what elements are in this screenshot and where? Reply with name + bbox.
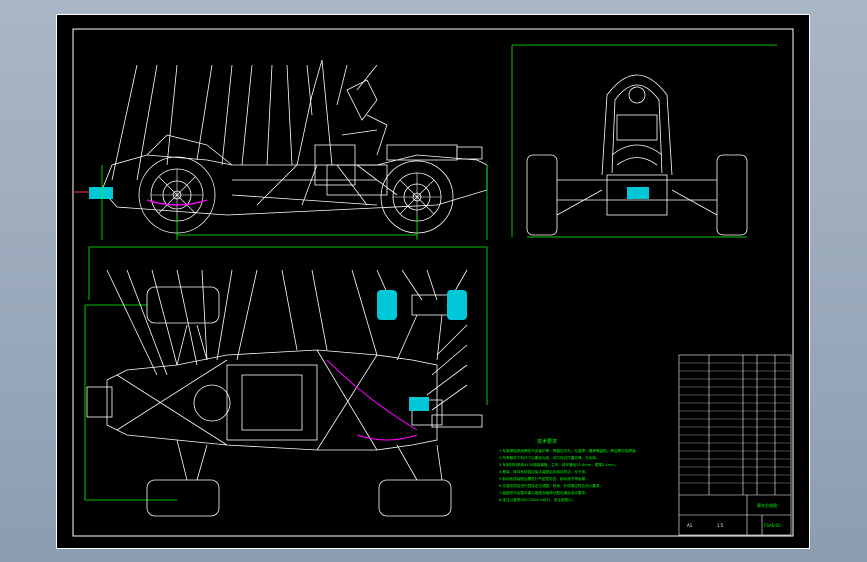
cad-drawing-canvas: 技术要求 1.车架焊接采用惰性气体保护焊，焊缝应均匀，无虚焊、漏焊等缺陷，焊后需… xyxy=(72,28,794,537)
top-view-highlight-right xyxy=(447,290,467,320)
bom-rows xyxy=(679,362,791,484)
front-view xyxy=(526,74,748,236)
bill-of-materials xyxy=(678,354,792,536)
note-line: 2.所有管件下料尺寸以图纸为准，切口处应打磨光滑，无毛刺。 xyxy=(499,455,599,460)
side-view-dimensions xyxy=(101,165,488,240)
notes-title: 技术要求 xyxy=(537,438,557,445)
note-line: 4.悬架、转向系统各铰接点装配后应转动灵活，无卡滞。 xyxy=(499,469,589,474)
note-line: 6.总装完成后进行四轮定位调整，前束、外倾角应符合设计要求。 xyxy=(499,483,603,488)
note-line: 8.未注公差按GB/T1804-m执行，未注倒角C1。 xyxy=(499,497,577,502)
note-line: 7.装配完毕后整车重心高度及轴荷分配应满足设计要求。 xyxy=(499,490,589,495)
front-view-highlight-part xyxy=(627,187,649,199)
title-block-scale: 1:5 xyxy=(717,523,724,528)
title-block-title: 赛车总装图 xyxy=(757,502,777,508)
technical-notes: 技术要求 1.车架焊接采用惰性气体保护焊，焊缝应均匀，无虚焊、漏焊等缺陷，焊后需… xyxy=(499,438,639,502)
top-view-accent-lines xyxy=(326,359,418,441)
front-wheel-spokes xyxy=(151,169,441,221)
top-view-dimensions xyxy=(84,246,488,501)
note-line: 1.车架焊接采用惰性气体保护焊，焊缝应均匀，无虚焊、漏焊等缺陷，焊后需去除焊渣。 xyxy=(499,448,639,453)
inner-frame xyxy=(72,28,794,537)
title-block-drawing-no: FSAE-00 xyxy=(764,523,781,528)
side-view-highlight-part xyxy=(89,187,113,199)
top-view xyxy=(86,269,483,517)
drawing-sheet: 技术要求 1.车架焊接采用惰性气体保护焊，焊缝应均匀，无虚焊、漏焊等缺陷，焊后需… xyxy=(56,14,810,549)
title-block-sheet: A1 xyxy=(687,523,693,528)
side-view xyxy=(101,59,488,234)
accent-curve xyxy=(146,199,208,206)
top-view-highlight-center xyxy=(409,397,429,411)
front-view-dimensions xyxy=(511,44,777,238)
note-line: 3.车架材料采用4130铬钼钢管，主环、前环管径25.4mm，壁厚2.4mm。 xyxy=(499,462,618,467)
note-line: 5.制动系统装配后需进行气密性检查，制动液不得渗漏。 xyxy=(499,476,589,481)
top-view-highlight-left xyxy=(377,290,397,320)
